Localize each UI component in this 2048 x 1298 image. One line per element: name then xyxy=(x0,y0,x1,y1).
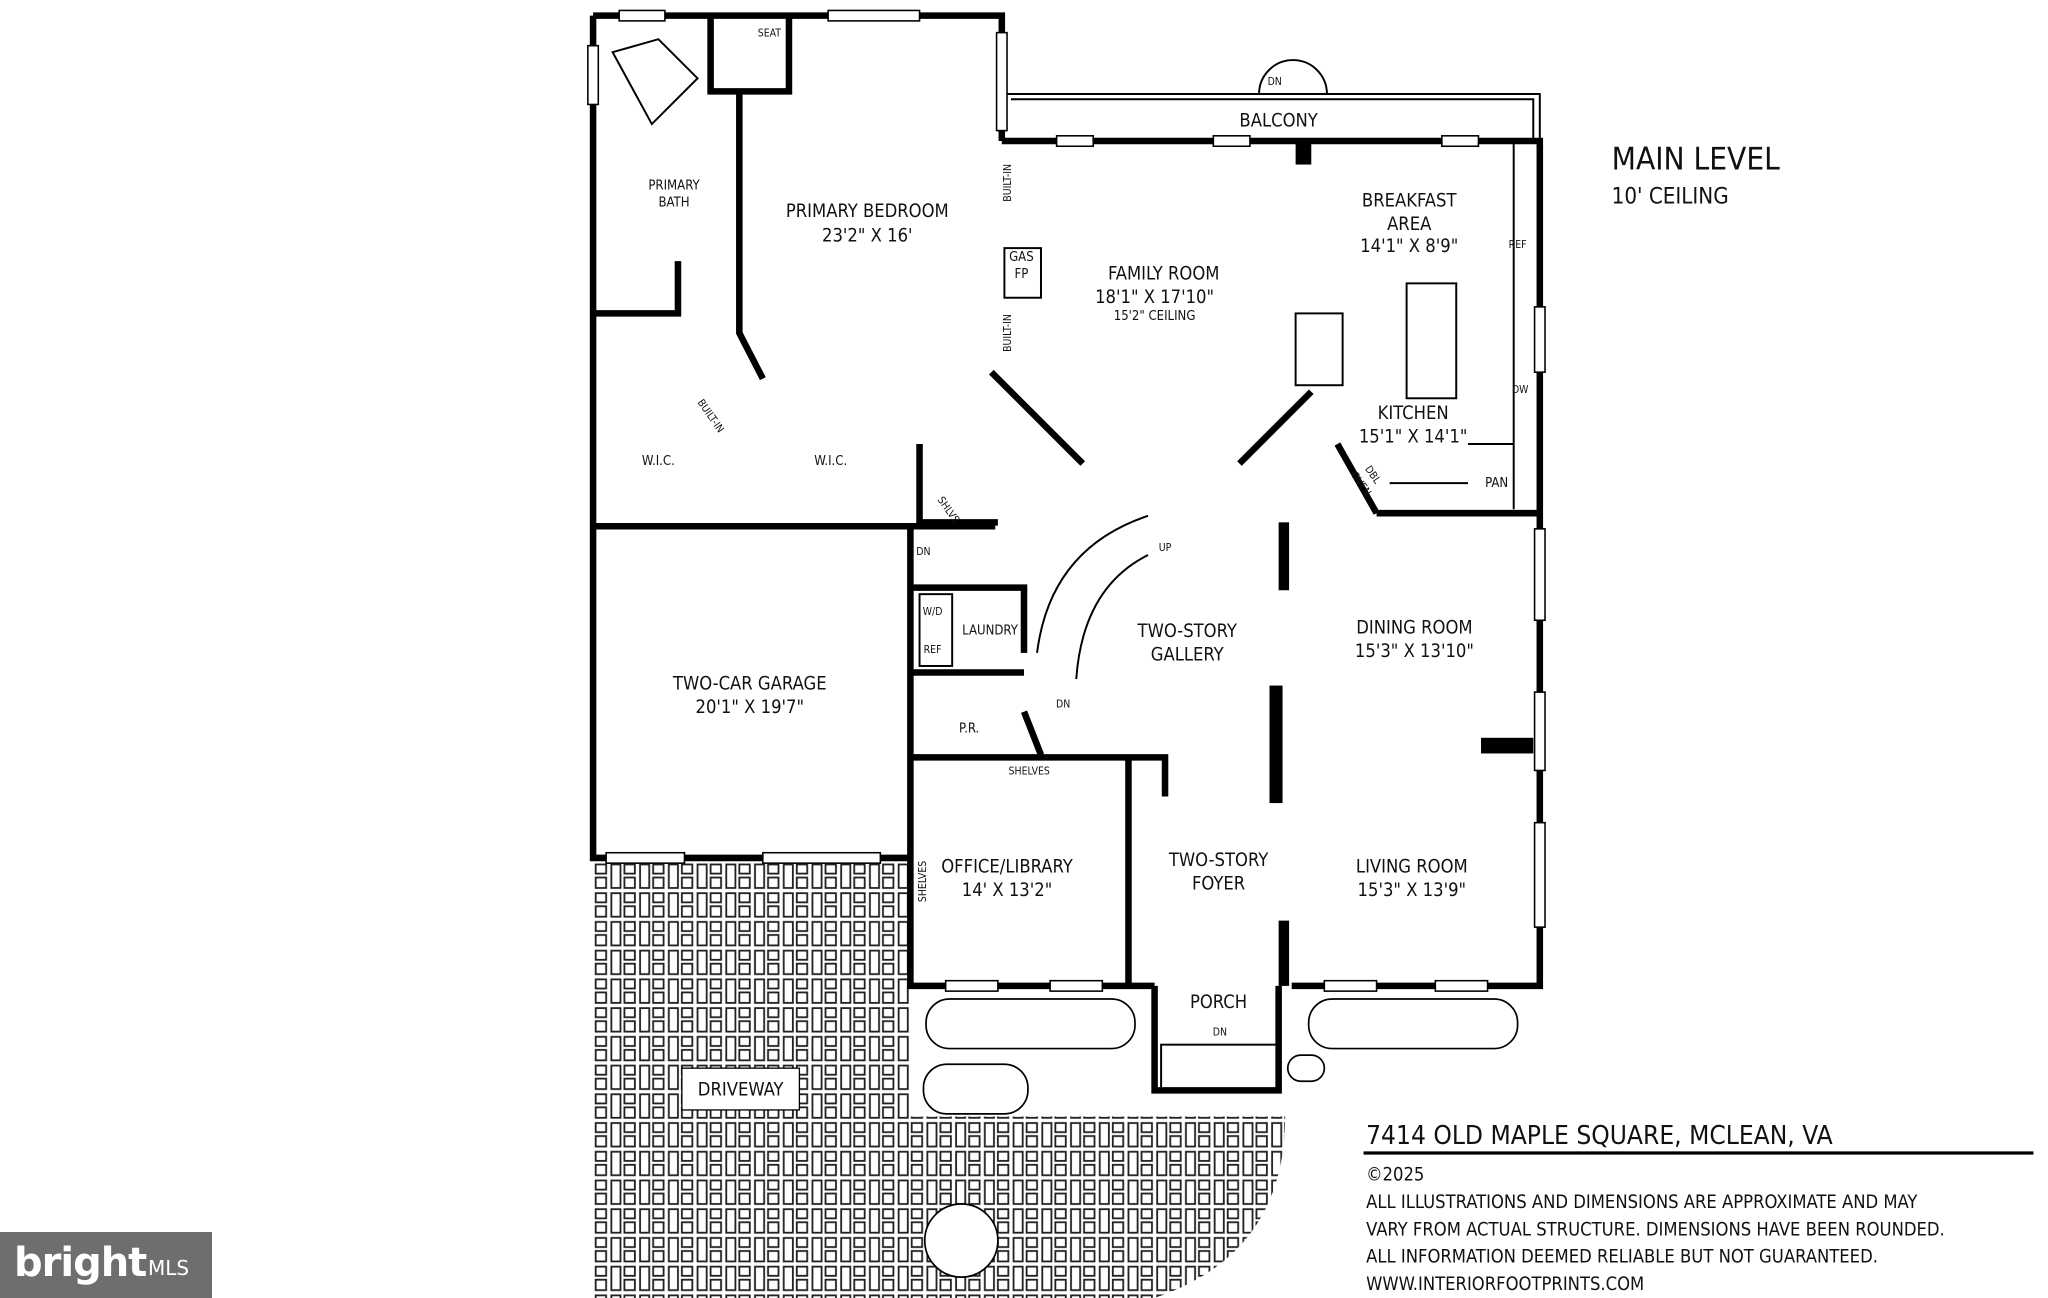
living-room-name: LIVING ROOM xyxy=(1356,856,1468,877)
family-room-name: FAMILY ROOM xyxy=(1108,263,1219,284)
copyright: ©2025 xyxy=(1366,1164,1424,1185)
garage-dims: 20'1" X 19'7" xyxy=(696,697,805,718)
dining-room-dims: 15'3" X 13'10" xyxy=(1355,641,1474,662)
shelves-label-vertical: SHELVES xyxy=(917,861,929,902)
wd-label: W/D xyxy=(923,606,943,618)
office-dims: 14' X 13'2" xyxy=(962,880,1053,901)
built-in-label: BUILT-IN xyxy=(1002,314,1014,352)
dw-label: DW xyxy=(1512,384,1529,396)
primary-bath-label-2: BATH xyxy=(658,195,689,210)
built-in-label: BUILT-IN xyxy=(1002,164,1014,202)
primary-bath-label: PRIMARY xyxy=(648,178,700,193)
breakfast-dims: 14'1" X 8'9" xyxy=(1360,236,1458,257)
gas-fp-label-2: FP xyxy=(1014,267,1028,282)
laundry-label: LAUNDRY xyxy=(962,624,1019,639)
stair-dn-label: DN xyxy=(916,546,930,558)
wic-label: W.I.C. xyxy=(642,454,675,469)
porch-label: PORCH xyxy=(1190,992,1247,1013)
porch-dn-label: DN xyxy=(1213,1027,1227,1039)
disclaimer-line: VARY FROM ACTUAL STRUCTURE. DIMENSIONS H… xyxy=(1366,1219,1945,1240)
level-title: MAIN LEVEL xyxy=(1612,142,1781,178)
balcony-stair-dn: DN xyxy=(1268,76,1282,88)
landscaping xyxy=(922,998,1519,1278)
office-name: OFFICE/LIBRARY xyxy=(941,856,1074,877)
built-in-label: BUILT-IN xyxy=(695,397,727,435)
laundry-ref-label: REF xyxy=(924,644,942,656)
driveway-label: DRIVEWAY xyxy=(698,1080,785,1101)
shelves-label: SHELVES xyxy=(1009,765,1050,777)
foyer-name-2: FOYER xyxy=(1192,873,1245,894)
kitchen-name: KITCHEN xyxy=(1378,403,1449,424)
driveway-paving xyxy=(593,857,1286,1298)
watermark-brand: bright xyxy=(14,1240,147,1286)
dining-room-name: DINING ROOM xyxy=(1356,617,1472,638)
disclaimer-line: ALL INFORMATION DEEMED RELIABLE BUT NOT … xyxy=(1366,1247,1878,1268)
living-room-dims: 15'3" X 13'9" xyxy=(1358,880,1467,901)
gas-fp-label: GAS xyxy=(1009,250,1034,265)
kitchen-dims: 15'1" X 14'1" xyxy=(1359,427,1468,448)
ref-label: REF xyxy=(1509,239,1527,251)
website-link[interactable]: WWW.INTERIORFOOTPRINTS.COM xyxy=(1366,1274,1644,1295)
gallery-name: TWO-STORY xyxy=(1137,621,1238,642)
room-labels: PRIMARY BATH SEAT PRIMARY BEDROOM 23'2" … xyxy=(642,28,1529,1101)
level-ceiling: 10' CEILING xyxy=(1612,184,1729,210)
family-room-dims: 18'1" X 17'10" xyxy=(1095,287,1214,308)
disclaimer-line: ALL ILLUSTRATIONS AND DIMENSIONS ARE APP… xyxy=(1366,1192,1918,1213)
foyer-name: TWO-STORY xyxy=(1168,850,1269,871)
breakfast-name-2: AREA xyxy=(1387,214,1432,235)
powder-room-label: P.R. xyxy=(959,722,979,737)
property-address: 7414 OLD MAPLE SQUARE, MCLEAN, VA xyxy=(1366,1121,1833,1151)
stair-dn-label: DN xyxy=(1056,699,1070,711)
pantry-label: PAN xyxy=(1485,476,1508,491)
windows xyxy=(587,9,1546,992)
balcony-label: BALCONY xyxy=(1239,111,1318,132)
seat-label: SEAT xyxy=(758,28,782,40)
garage-name: TWO-CAR GARAGE xyxy=(672,673,827,694)
family-room-ceiling: 15'2" CEILING xyxy=(1114,309,1196,324)
wic-label: W.I.C. xyxy=(814,454,847,469)
primary-bedroom-dims: 23'2" X 16' xyxy=(822,226,913,247)
breakfast-name: BREAKFAST xyxy=(1362,190,1458,211)
watermark-suffix: MLS xyxy=(148,1256,190,1280)
primary-bedroom-name: PRIMARY BEDROOM xyxy=(786,201,949,222)
gallery-name-2: GALLERY xyxy=(1151,645,1225,666)
bright-mls-watermark: bright MLS xyxy=(0,1232,212,1298)
stair-up-label: UP xyxy=(1159,542,1172,554)
